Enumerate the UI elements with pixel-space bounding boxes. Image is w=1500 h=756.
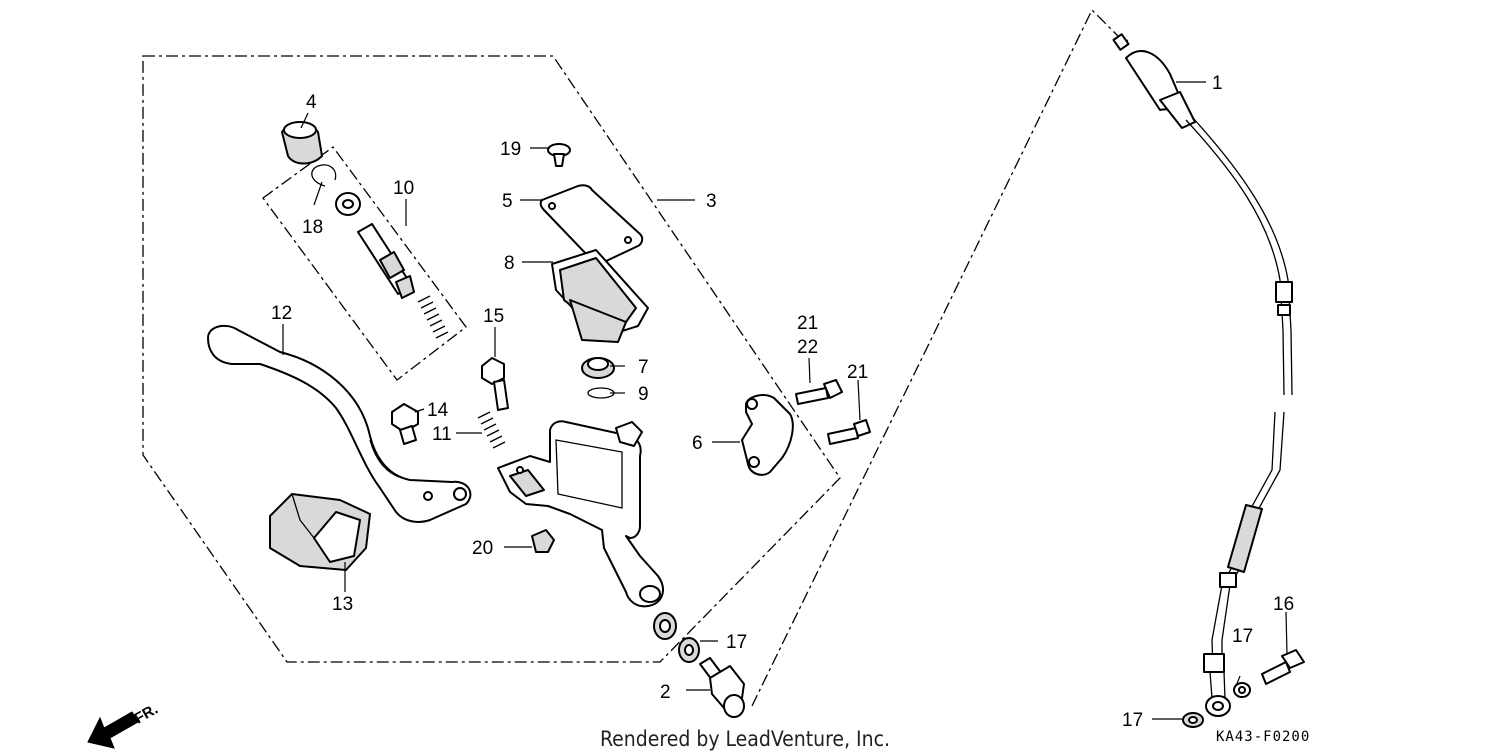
callout-11: 11: [432, 424, 452, 445]
pivot-bolt-part: [391, 403, 419, 445]
diagram-code: KA43-F0200: [1216, 729, 1310, 745]
arrow-left-icon: [87, 711, 139, 749]
lever-cover-part: [269, 493, 371, 571]
front-direction-arrow: FR.: [87, 701, 161, 749]
piston-part: [357, 223, 449, 339]
callout-7: 7: [638, 357, 649, 378]
callout-2: 2: [660, 682, 671, 703]
master-cylinder-part: [497, 420, 664, 608]
callout-17-right: 17: [1232, 626, 1253, 647]
banjo-bolt-part: [699, 657, 745, 718]
callout-16: 16: [1273, 594, 1294, 615]
piston-set-outline: [262, 146, 467, 381]
sealing-washer-part: [1182, 712, 1204, 728]
callout-8: 8: [504, 253, 515, 274]
hose-bolt-part: [1261, 649, 1305, 685]
diaphragm-part: [551, 249, 649, 343]
callout-20: 20: [472, 538, 493, 559]
callout-4: 4: [306, 92, 317, 113]
callout-22: 22: [797, 337, 818, 358]
callout-6: 6: [692, 433, 703, 454]
callout-21-right: 21: [847, 362, 868, 383]
callout-13: 13: [332, 594, 353, 615]
callout-3: 3: [706, 191, 717, 212]
washer-part: [335, 192, 361, 216]
callout-17-bottom: 17: [1122, 710, 1143, 731]
callout-15: 15: [483, 306, 504, 327]
pivot-screw-part: [481, 357, 509, 411]
sealing-washer-part: [1233, 682, 1251, 698]
lever-part: [207, 324, 472, 523]
callout-5: 5: [502, 191, 513, 212]
callout-1: 1: [1212, 73, 1223, 94]
sealing-washer-part: [678, 637, 700, 663]
master-cylinder-assembly-outline: [142, 55, 841, 663]
callout-19: 19: [500, 139, 521, 160]
callout-17-master: 17: [726, 632, 747, 653]
hose-part: [1112, 33, 1293, 717]
reservoir-cap-part: [539, 184, 644, 264]
cap-part: [531, 529, 555, 553]
leader-lines: [282, 81, 1288, 720]
holder-bolt-lower-part: [827, 419, 871, 445]
plate-part: [581, 357, 615, 379]
sealing-washer-part: [653, 612, 677, 640]
circlip-part: [311, 164, 337, 187]
spring-part: [477, 411, 506, 449]
callout-18: 18: [302, 217, 323, 238]
callout-10: 10: [393, 178, 414, 199]
hose-outline: [751, 8, 1126, 707]
cap-screw-part: [547, 143, 571, 167]
callout-12: 12: [271, 303, 292, 324]
dust-boot-part: [281, 121, 323, 165]
render-credit: Rendered by LeadVenture, Inc.: [600, 727, 890, 751]
holder-part: [741, 394, 794, 476]
callout-21-upper: 21: [797, 313, 818, 334]
holder-bolt-upper-part: [795, 379, 843, 405]
callout-14: 14: [427, 400, 449, 421]
callout-9: 9: [638, 384, 649, 405]
